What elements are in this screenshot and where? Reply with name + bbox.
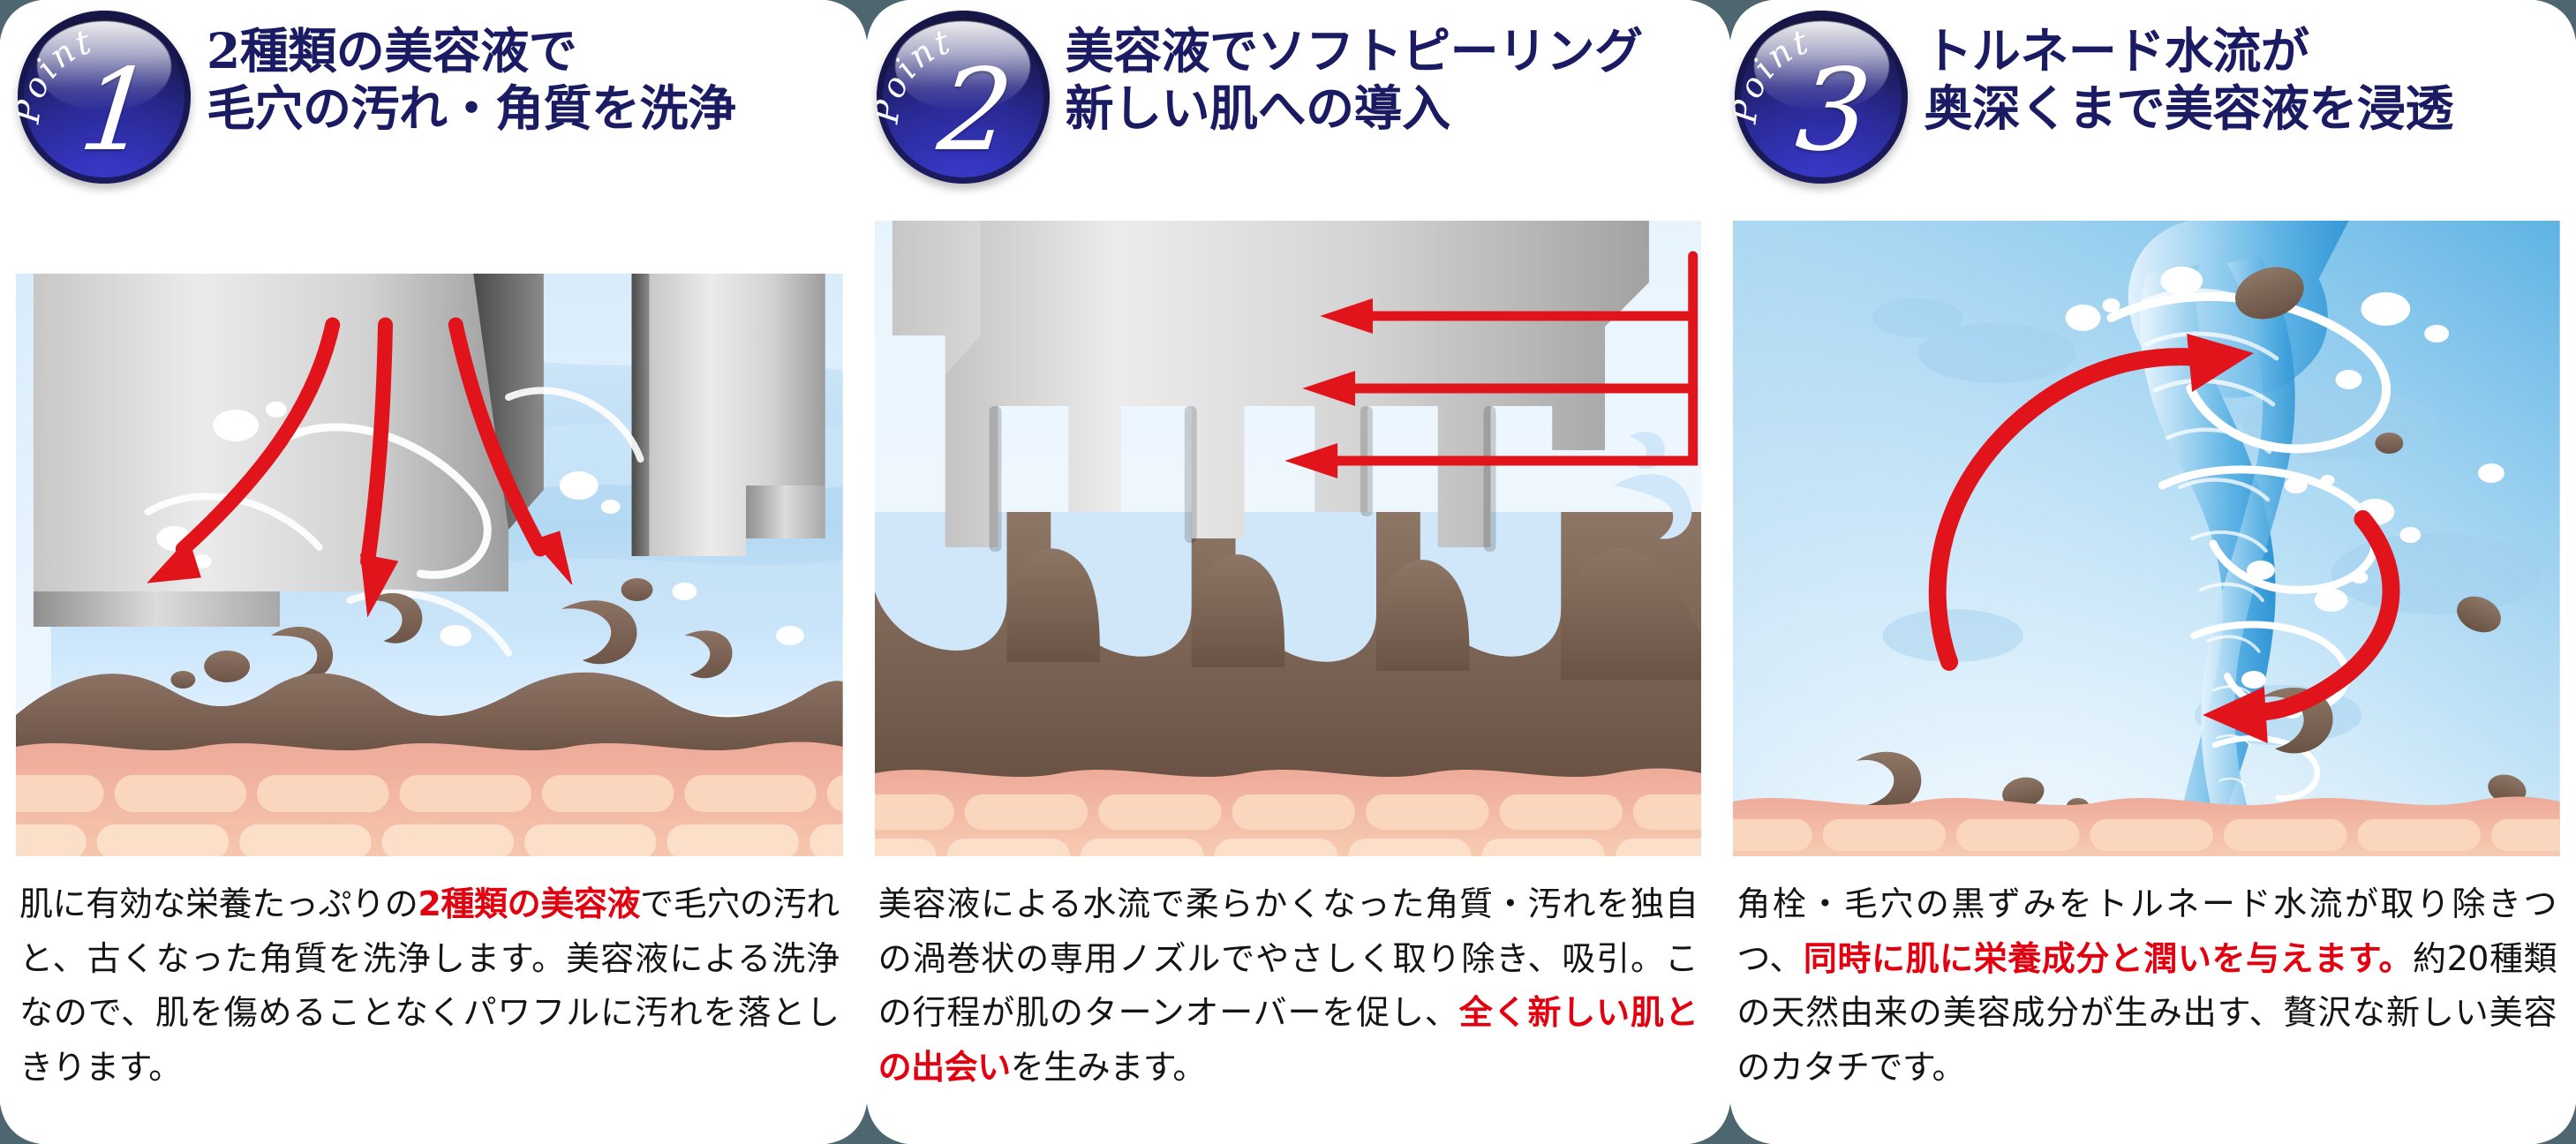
illustration-suction-nozzle-peeling [874, 221, 1702, 856]
badge-gloss-highlight [36, 20, 172, 111]
point-badge-2: Point 2 [876, 11, 1050, 184]
point-badge-3: Point 3 [1735, 11, 1909, 184]
panel-header-1: Point 1 2種類の美容液で 毛穴の汚れ・角質を洗浄 [0, 0, 859, 221]
caption-segment: で毛穴の汚れと、古くなった角質を洗浄します。美容液による洗浄なので、肌を傷めるこ… [19, 884, 840, 1087]
illustration-tornado-vortex [1733, 221, 2561, 856]
caption-highlight: 同時に肌に栄養成分と潤いを与えます。 [1803, 938, 2414, 978]
panel-caption-2: 美容液による水流で柔らかくなった角質・汚れを独自の渦巻状の専用ノズルでやさしく取… [878, 877, 1699, 1095]
panel-header-2: Point 2 美容液でソフトピーリング 新しい肌への導入 [859, 0, 1718, 221]
caption-highlight: 全く新しい肌との出会い [877, 993, 1699, 1087]
caption-segment: 肌に有効な栄養たっぷりの [19, 884, 418, 923]
badge-number: 2 [932, 45, 1019, 177]
caption-segment: 美容液による水流で柔らかくなった角質・汚れを独自の渦巻状の専用ノズルでやさしく取… [877, 884, 1699, 1033]
panel-caption-3: 角栓・毛穴の黒ずみをトルネード水流が取り除きつつ、同時に肌に栄養成分と潤いを与え… [1736, 877, 2557, 1095]
point-panel-2: Point 2 美容液でソフトピーリング 新しい肌への導入 [859, 0, 1718, 1144]
point-panel-3: Point 3 トルネード水流が 奥深くまで美容液を浸透 [1717, 0, 2576, 1144]
panel-headline-2: 美容液でソフトピーリング 新しい肌への導入 [1065, 22, 1644, 137]
caption-segment: 角栓・毛穴の黒ずみをトルネード水流が取り除きつつ、 [1736, 884, 2557, 978]
panel-headline-1: 2種類の美容液で 毛穴の汚れ・角質を洗浄 [207, 22, 736, 137]
panel-headline-3: トルネード水流が 奥深くまで美容液を浸透 [1924, 22, 2453, 137]
illustration-nozzle-water-jet [16, 221, 843, 856]
badge-gloss-highlight [895, 20, 1031, 111]
caption-segment: を生みます。 [1010, 1047, 1207, 1087]
badge-gloss-highlight [1753, 20, 1889, 111]
badge-number: 1 [73, 45, 160, 177]
panel-header-3: Point 3 トルネード水流が 奥深くまで美容液を浸透 [1717, 0, 2576, 221]
point-panel-1: Point 1 2種類の美容液で 毛穴の汚れ・角質を洗浄 [0, 0, 859, 1144]
badge-number: 3 [1790, 45, 1877, 177]
caption-segment: 約20種類の天然由来の美容成分が生み出す、贅沢な新しい美容のカタチです。 [1736, 938, 2557, 1087]
caption-highlight: 2種類の美容液 [418, 884, 641, 923]
panel-caption-1: 肌に有効な栄養たっぷりの2種類の美容液で毛穴の汚れと、古くなった角質を洗浄します… [19, 877, 840, 1095]
point-badge-1: Point 1 [18, 11, 191, 184]
